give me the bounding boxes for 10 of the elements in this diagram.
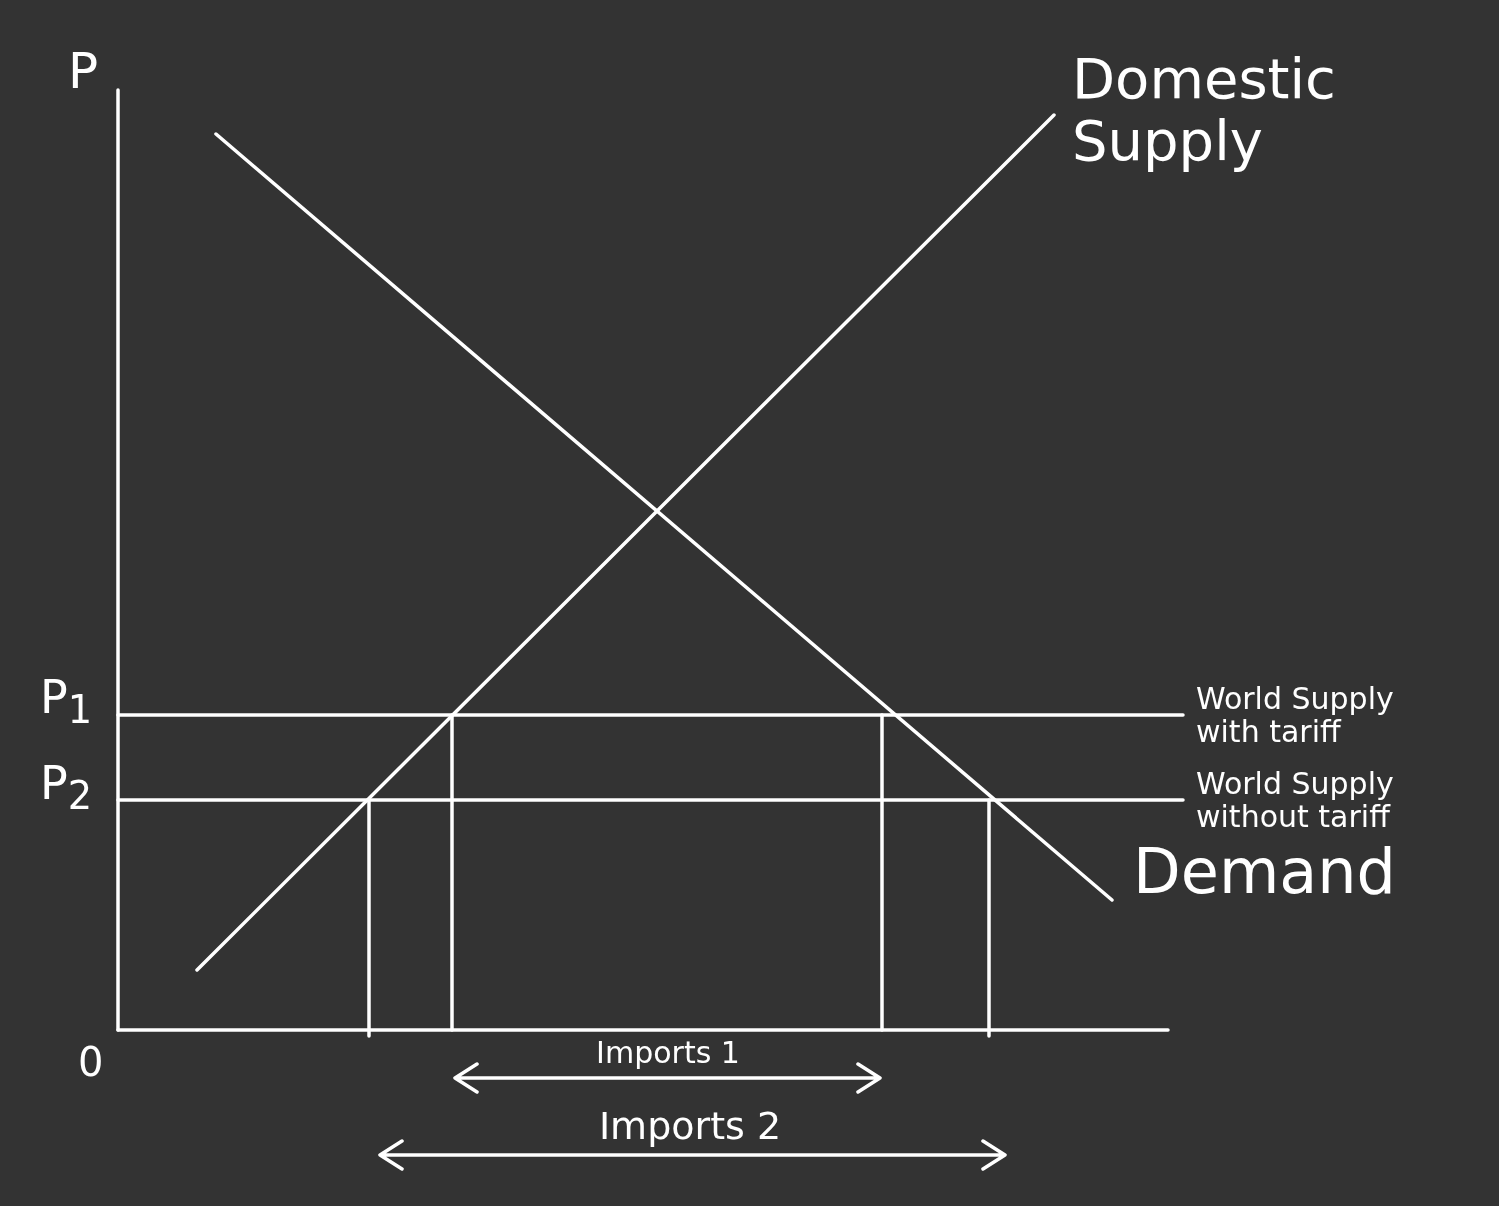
curve-label: Domestic Supply	[1072, 48, 1337, 172]
price-label: P$_{1}$	[40, 672, 93, 732]
axis-label: P	[68, 44, 99, 99]
price-label: P$_{2}$	[40, 758, 93, 818]
curve-label: World Supply with tariff	[1196, 682, 1395, 748]
origin-label: 0	[78, 1040, 104, 1084]
dimension-label: Imports 1	[596, 1036, 740, 1069]
curve-label: Demand	[1133, 838, 1396, 907]
dimension-label: Imports 2	[598, 1106, 782, 1148]
curve-label: World Supply without tariff	[1196, 767, 1395, 833]
